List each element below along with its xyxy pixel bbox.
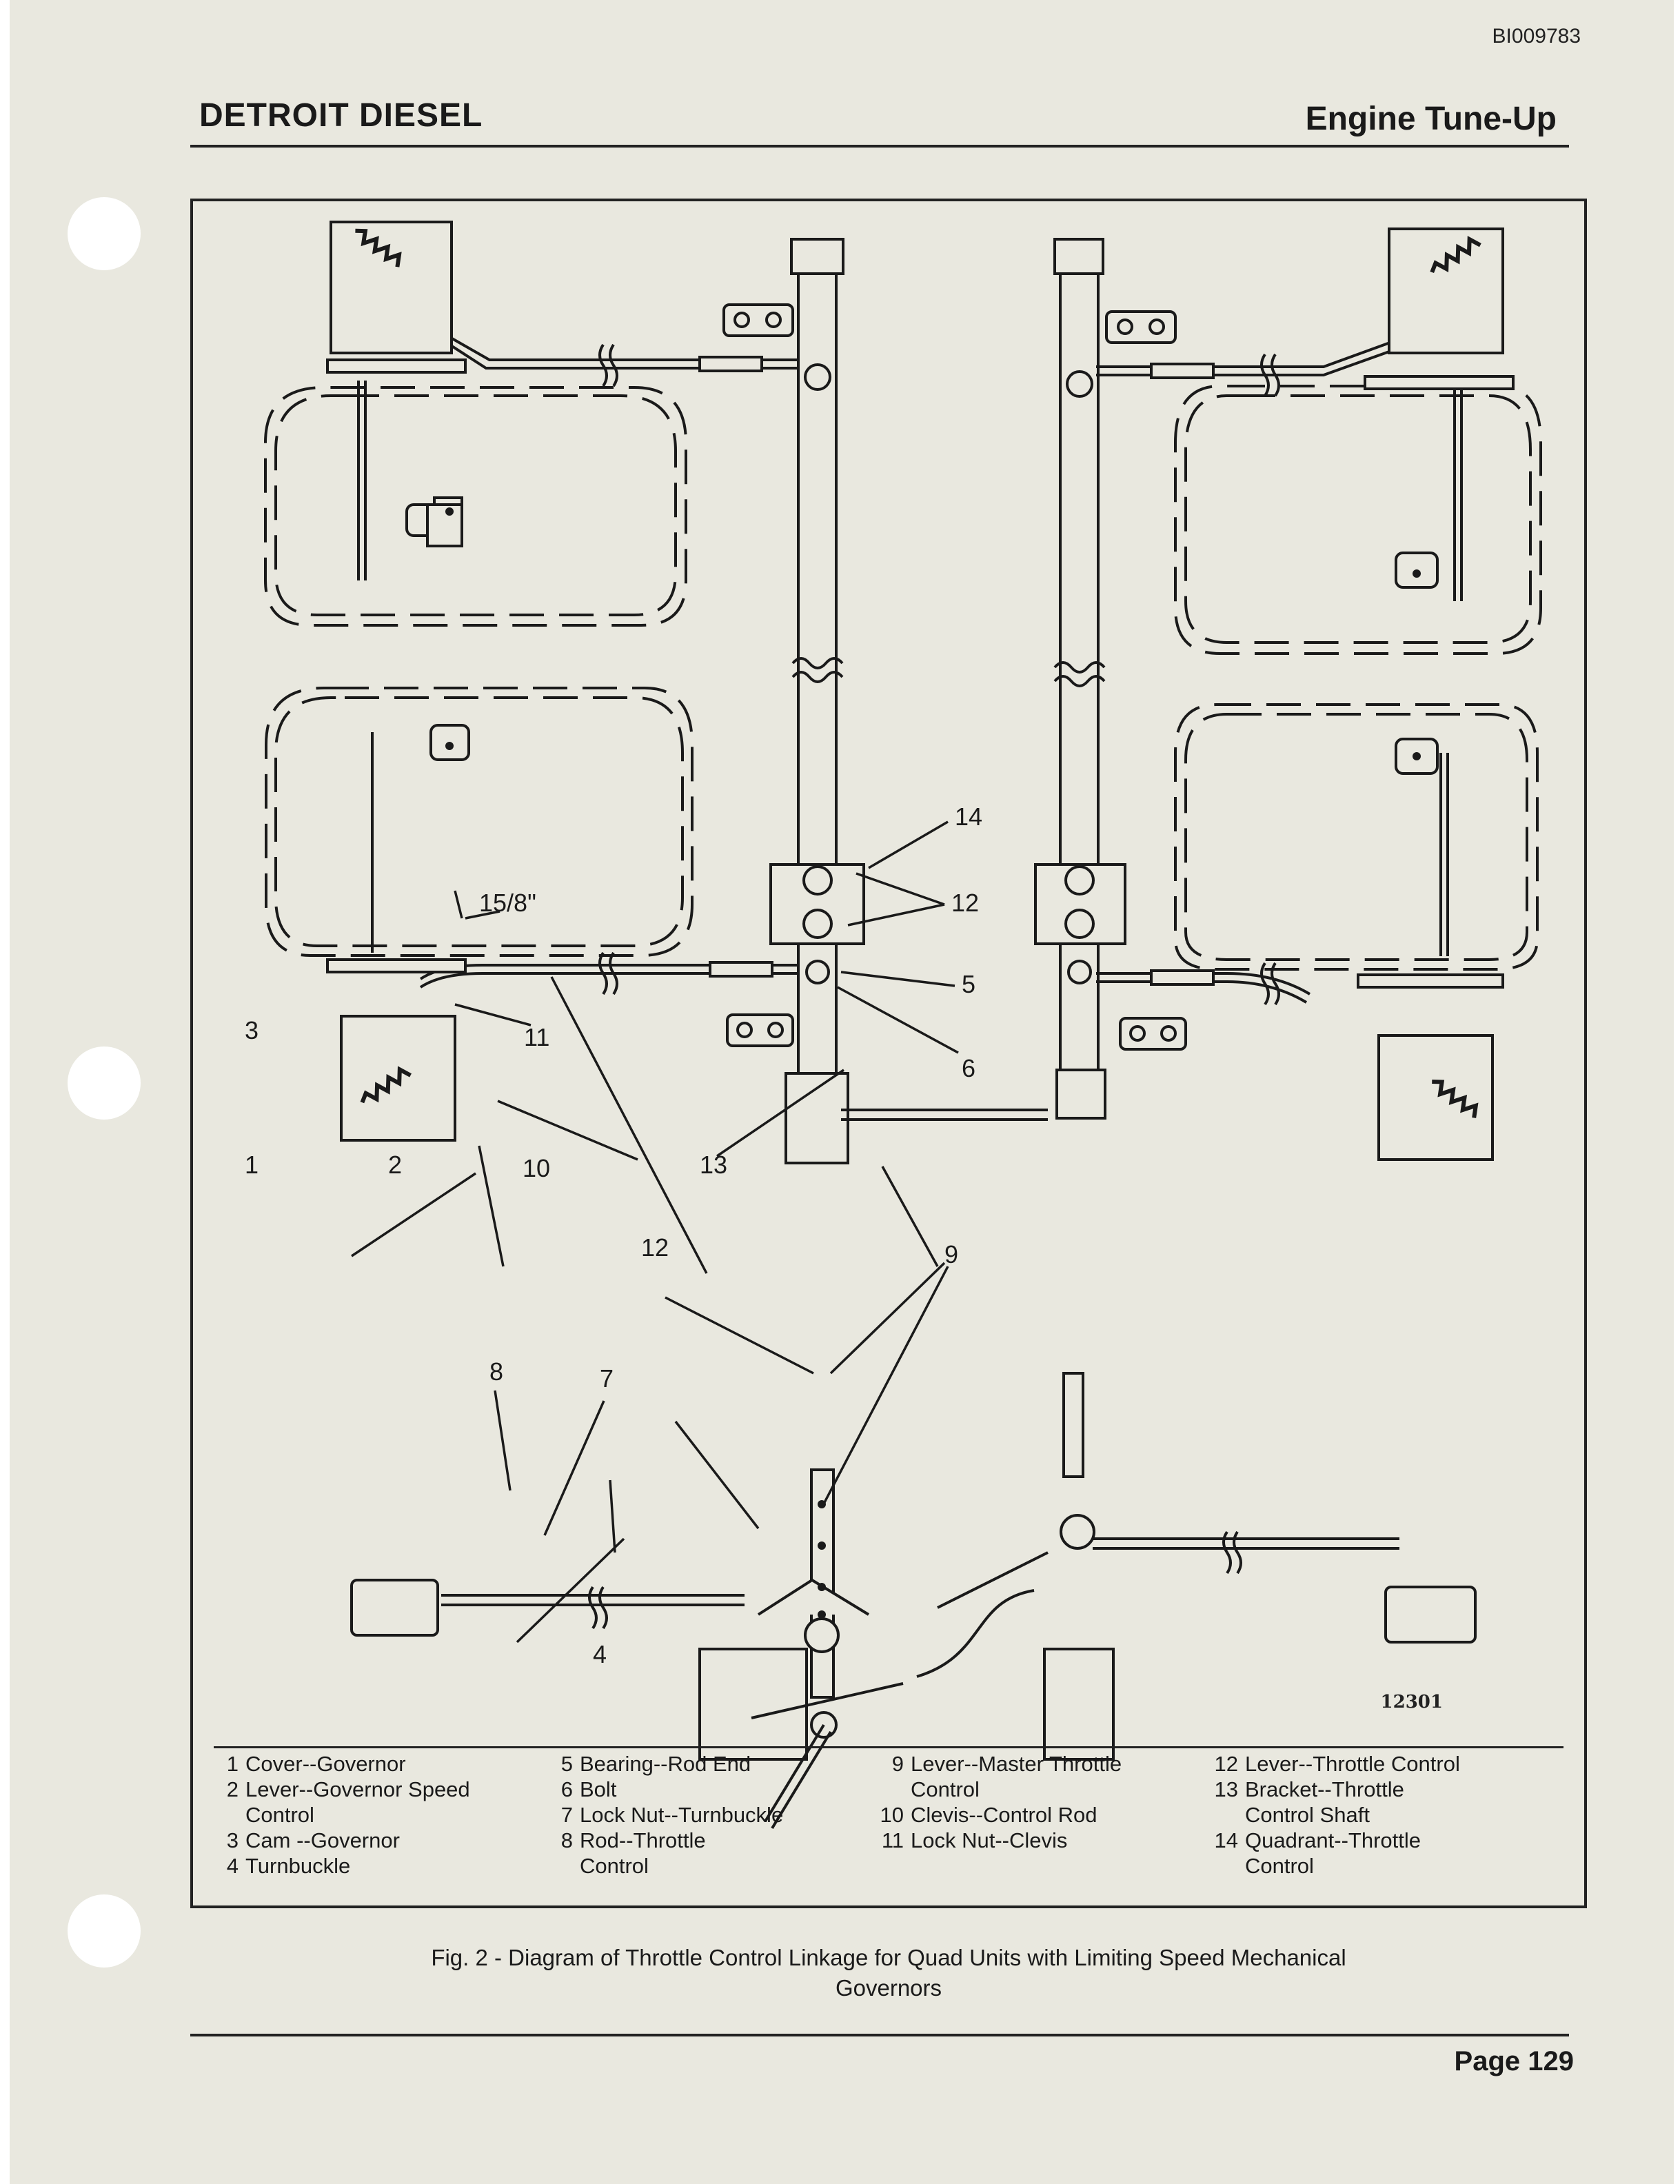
- brand-title: DETROIT DIESEL: [199, 97, 483, 134]
- document-id: BI009783: [1492, 25, 1581, 48]
- callout-9: 9: [944, 1240, 958, 1268]
- diagram-number: 12301: [1380, 1692, 1443, 1712]
- callout-5: 5: [962, 970, 975, 998]
- punch-hole-top: [68, 197, 141, 270]
- punch-hole-middle: [68, 1046, 141, 1120]
- scan-edge: [0, 0, 10, 2184]
- caption-line-2: Governors: [835, 1975, 942, 2001]
- footer-rule: [190, 2034, 1569, 2036]
- section-title: Engine Tune-Up: [1305, 101, 1557, 137]
- header-rule: [190, 145, 1569, 148]
- callout-2: 2: [388, 1151, 402, 1179]
- legend-rule: [214, 1746, 1563, 1748]
- manual-page: BI009783 DETROIT DIESEL Engine Tune-Up: [10, 0, 1674, 2184]
- caption-line-1: Fig. 2 - Diagram of Throttle Control Lin…: [431, 1945, 1346, 1970]
- dimension-label: 15/8": [479, 889, 536, 917]
- callout-10: 10: [523, 1154, 550, 1182]
- callout-12-lower: 12: [641, 1233, 669, 1262]
- callout-7: 7: [600, 1364, 614, 1393]
- callout-12-upper: 12: [951, 889, 979, 917]
- figure-caption: Fig. 2 - Diagram of Throttle Control Lin…: [190, 1943, 1587, 2003]
- linkage-diagram: 14 12 5 6 13 11 3 1 2 10 9 12 8 7 4 15/8…: [245, 221, 1542, 1830]
- figure-frame: 14 12 5 6 13 11 3 1 2 10 9 12 8 7 4 15/8…: [190, 199, 1587, 1908]
- callout-6: 6: [962, 1054, 975, 1082]
- callout-3: 3: [245, 1016, 259, 1044]
- callout-13: 13: [700, 1151, 727, 1179]
- callout-11: 11: [524, 1023, 549, 1051]
- callout-8: 8: [489, 1357, 503, 1386]
- callout-14: 14: [955, 802, 982, 831]
- punch-hole-bottom: [68, 1894, 141, 1968]
- callout-1: 1: [245, 1151, 259, 1179]
- callout-4: 4: [593, 1640, 607, 1668]
- page-number: Page 129: [1454, 2046, 1574, 2076]
